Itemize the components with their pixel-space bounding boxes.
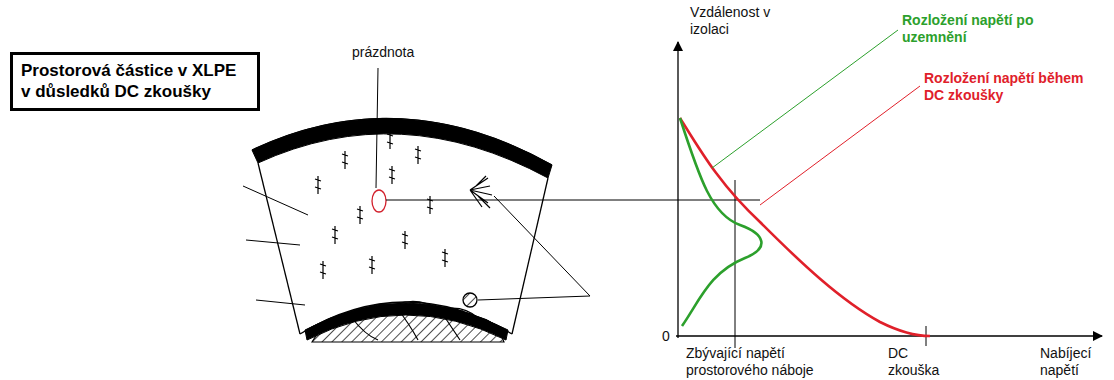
space-charge-mark xyxy=(402,231,408,249)
curve-label: Rozložení napětí během DC zkoušky xyxy=(924,70,1094,104)
space-charge-mark xyxy=(415,146,421,164)
space-charge-mark xyxy=(332,226,338,244)
space-charge-mark xyxy=(315,176,321,194)
space-charge-marks xyxy=(315,131,448,279)
chart xyxy=(676,30,1102,348)
space-charge-mark xyxy=(389,166,395,184)
title-box: Prostorová částice v XLPE v důsledků DC … xyxy=(10,52,260,111)
axis-title: Nabíjecí napětí xyxy=(1040,345,1110,379)
space-charge-mark xyxy=(369,256,375,274)
axis-note: Zbývající napětí prostorového náboje xyxy=(686,345,866,379)
title-text: Prostorová částice v XLPE v důsledků DC … xyxy=(21,60,249,103)
space-charge-mark xyxy=(342,151,348,169)
space-charge-mark xyxy=(357,206,363,224)
space-charge-mark xyxy=(320,261,326,279)
axis-title: Vzdálenost v izolaci xyxy=(690,4,790,38)
axis-note: DC zkouška xyxy=(888,345,958,379)
origin-label: 0 xyxy=(662,328,676,345)
curve-label: Rozložení napětí po uzemnění xyxy=(902,12,1077,46)
space-charge-mark xyxy=(442,249,448,267)
space-charge-mark xyxy=(427,196,433,214)
space-charge-mark xyxy=(387,131,393,149)
cable-section xyxy=(243,68,760,342)
void-label: prázdnota xyxy=(352,44,462,61)
